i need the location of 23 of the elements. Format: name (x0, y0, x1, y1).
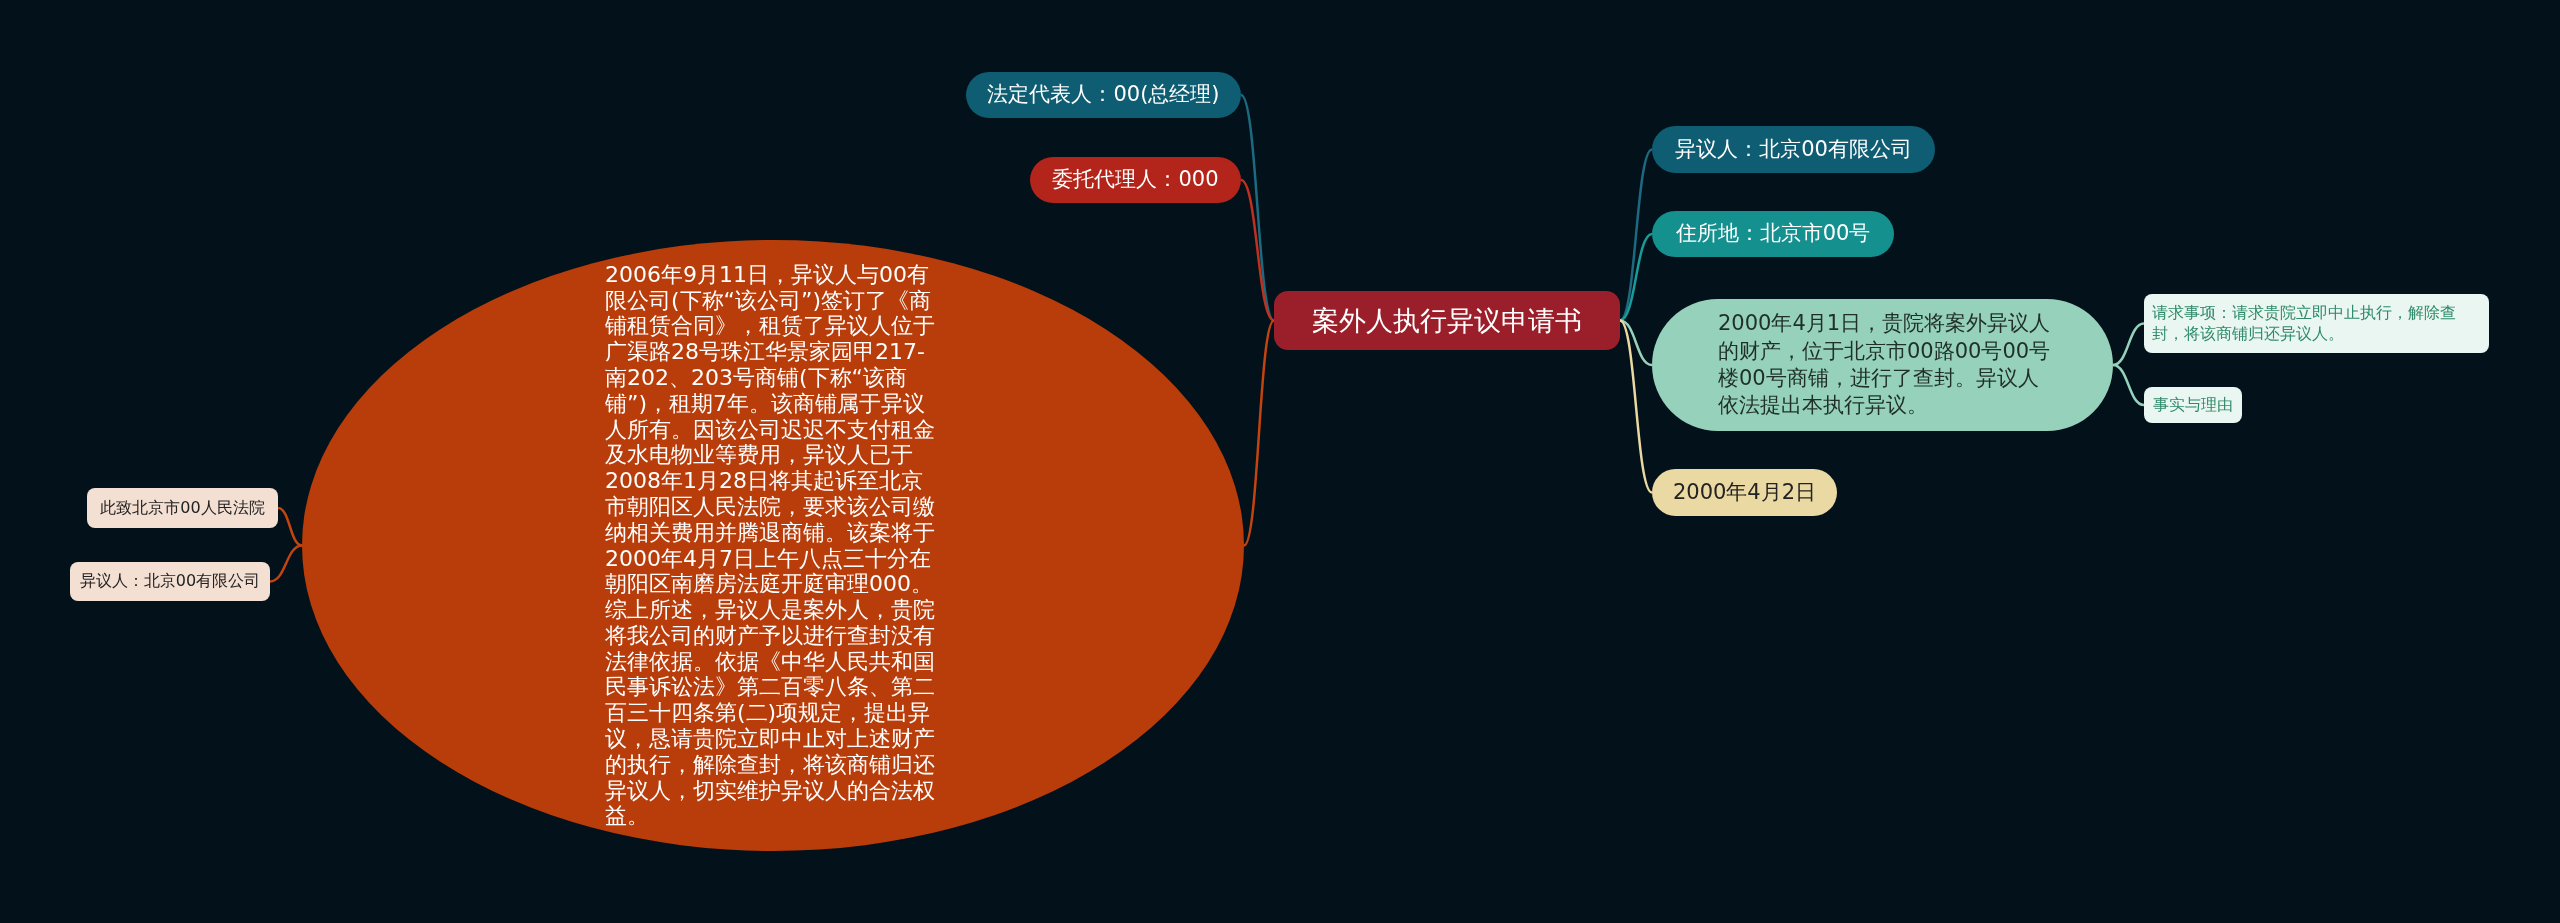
connector (1619, 148, 1653, 322)
connector (1619, 319, 1653, 494)
topic-box: 此致北京市00人民法院 (87, 488, 278, 528)
connector (1240, 179, 1275, 322)
connector (277, 506, 303, 547)
connector (1240, 94, 1275, 322)
topic-box: 异议人：北京00有限公司 (70, 562, 270, 601)
topic-pill: 异议人：北京00有限公司 (1652, 126, 1935, 173)
connector (1243, 319, 1275, 547)
connector (1619, 319, 1653, 367)
root-topic: 案外人执行异议申请书 (1274, 291, 1620, 350)
connector (2112, 322, 2145, 367)
topic-pill: 住所地：北京市00号 (1652, 211, 1894, 257)
topic-pill: 法定代表人：00(总经理) (966, 72, 1241, 118)
topic-capsule: 2000年4月1日，贵院将案外异议人的财产，位于北京市00路00号00号楼00号商铺，进行了查封。异议人依法提出本执行异议。 (1652, 299, 2113, 431)
connector (2112, 363, 2145, 407)
connector (1619, 232, 1653, 322)
topic-pill: 2000年4月2日 (1652, 469, 1837, 516)
topic-ellipse: 2006年9月11日，异议人与00有限公司(下称“该公司”)签订了《商铺租赁合同》，租赁了异议人位于广渠路28号珠江华景家园甲217-南202、203号商铺(下称“该商铺”)，租期7年。该商铺属于异议人所有。因该公司迟迟不支付租金及水电物业等费用，异议人已于2008年1月28日将其起诉至北京市朝阳区人民法院，要求该公司缴纳相关费用并腾退商铺。该案将于2000年4月7日上午八点三十分在朝阳区南磨房法庭开庭审理000。综上所述，异议人是案外人，贵院将我公司的财产予以进行查封没有法律依据。依据《中华人民共和国民事诉讼法》第二百零八条、第二百三十四条第(二)项规定，提出异议，恳请贵院立即中止对上述财产的执行，解除查封，将该商铺归还异议人，切实维护异议人的合法权益。 (302, 240, 1244, 851)
topic-box: 请求事项：请求贵院立即中止执行，解除查封，将该商铺归还异议人。 (2144, 294, 2489, 353)
topic-pill: 委托代理人：000 (1030, 157, 1241, 203)
topic-box: 事实与理由 (2144, 387, 2242, 423)
connector (269, 544, 303, 583)
